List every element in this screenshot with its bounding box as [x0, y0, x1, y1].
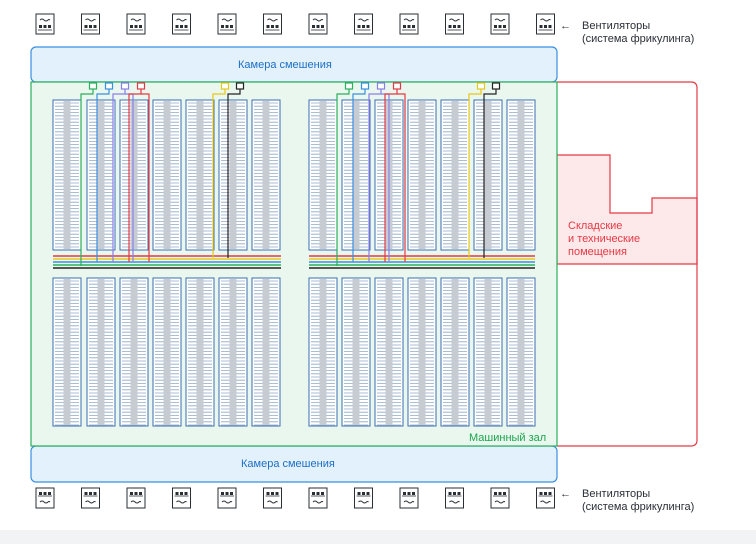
- server-rack: [152, 277, 182, 427]
- fan-icon: [354, 487, 373, 509]
- server-rack: [218, 277, 248, 427]
- server-rack: [251, 99, 281, 251]
- server-rack: [251, 277, 281, 427]
- fan-icon: [126, 13, 146, 35]
- storage-label: Складские и технические помещения: [568, 220, 640, 259]
- cable-trays: [53, 82, 535, 269]
- cable-run: [483, 89, 497, 258]
- storage-outline: [557, 81, 698, 447]
- cable-run: [112, 89, 126, 262]
- cable-run: [212, 89, 226, 258]
- cable-connector: [344, 82, 354, 90]
- fan-icon: [263, 13, 282, 35]
- footer-band: [0, 530, 756, 544]
- cable-run: [468, 89, 482, 258]
- server-rack: [440, 99, 470, 251]
- server-rack: [119, 99, 149, 251]
- fan-icon: [308, 13, 328, 35]
- cable-run: [96, 89, 110, 262]
- datacenter-diagram: [30, 13, 698, 509]
- fan-icon: [35, 13, 55, 35]
- server-rack: [86, 277, 116, 427]
- cable-run: [80, 89, 94, 266]
- fans-bottom-label-line1: Вентиляторы: [582, 488, 651, 500]
- mixing-chamber-top-label: Камера смешения: [238, 59, 332, 71]
- storage-room: [556, 154, 698, 265]
- cable-run: [336, 89, 350, 266]
- fan-icon: [172, 13, 191, 35]
- server-rack: [341, 277, 371, 427]
- cable-connector: [491, 82, 501, 90]
- cable-connector: [392, 82, 402, 90]
- fan-icon: [81, 487, 100, 509]
- server-rack: [506, 277, 536, 427]
- mixing-chamber-bottom-label: Камера смешения: [241, 458, 335, 470]
- storage-label-line1: Складские: [568, 220, 623, 232]
- fans-top-label-line1: Вентиляторы: [582, 20, 651, 32]
- fan-icon: [172, 487, 191, 509]
- fan-icon: [81, 13, 100, 35]
- server-rack: [308, 99, 338, 251]
- cable-connector: [136, 82, 146, 90]
- fan-icon: [217, 13, 237, 35]
- fan-icon: [35, 487, 55, 509]
- cable-connector: [220, 82, 230, 90]
- cable-run: [368, 89, 382, 262]
- cable-run: [384, 89, 398, 262]
- arrow-left-icon: ←: [560, 488, 571, 500]
- machine-hall-label: Машинный зал: [469, 432, 547, 444]
- fan-icon: [536, 487, 555, 509]
- cable-run: [128, 89, 142, 262]
- cable-run: [227, 89, 241, 258]
- storage-label-line2: и технические: [568, 233, 641, 245]
- server-rack: [218, 99, 248, 251]
- server-rack: [52, 277, 82, 427]
- arrow-left-icon: ←: [560, 20, 571, 32]
- fan-icon: [490, 487, 510, 509]
- fan-units: [35, 13, 555, 509]
- server-rack: [473, 99, 503, 251]
- server-rack: [86, 99, 116, 251]
- fan-icon: [399, 487, 419, 509]
- cable-run: [352, 89, 366, 262]
- server-rack: [119, 277, 149, 427]
- server-rack: [473, 277, 503, 427]
- server-rack: [185, 277, 215, 427]
- cable-connector: [120, 82, 130, 90]
- fan-icon: [354, 13, 373, 35]
- fan-icon: [217, 487, 237, 509]
- server-rack: [341, 99, 371, 251]
- cable-connector: [88, 82, 98, 90]
- server-rack: [374, 277, 404, 427]
- cable-connector: [476, 82, 486, 90]
- server-rack: [185, 99, 215, 251]
- server-rack: [407, 277, 437, 427]
- cable-connector: [235, 82, 245, 90]
- storage-area: [556, 81, 698, 447]
- storage-label-line3: помещения: [568, 246, 627, 258]
- cable-connector: [104, 82, 114, 90]
- fan-icon: [399, 13, 419, 35]
- cable-run: [141, 93, 150, 262]
- fan-icon: [445, 13, 464, 35]
- fan-icon: [536, 13, 555, 35]
- fans-bottom-label-line2: (система фрикулинга): [582, 501, 695, 513]
- fan-icon: [308, 487, 328, 509]
- server-rack: [152, 99, 182, 251]
- fan-icon: [490, 13, 510, 35]
- server-rack: [440, 277, 470, 427]
- cable-connector: [376, 82, 386, 90]
- cable-connector: [360, 82, 370, 90]
- fan-icon: [445, 487, 464, 509]
- server-rack: [506, 99, 536, 251]
- rack-rows: [52, 99, 536, 427]
- server-rack: [308, 277, 338, 427]
- fan-icon: [263, 487, 282, 509]
- fan-icon: [126, 487, 146, 509]
- cable-run: [397, 93, 406, 262]
- server-rack: [407, 99, 437, 251]
- fans-top-label-line2: (система фрикулинга): [582, 33, 695, 45]
- server-rack: [52, 99, 82, 251]
